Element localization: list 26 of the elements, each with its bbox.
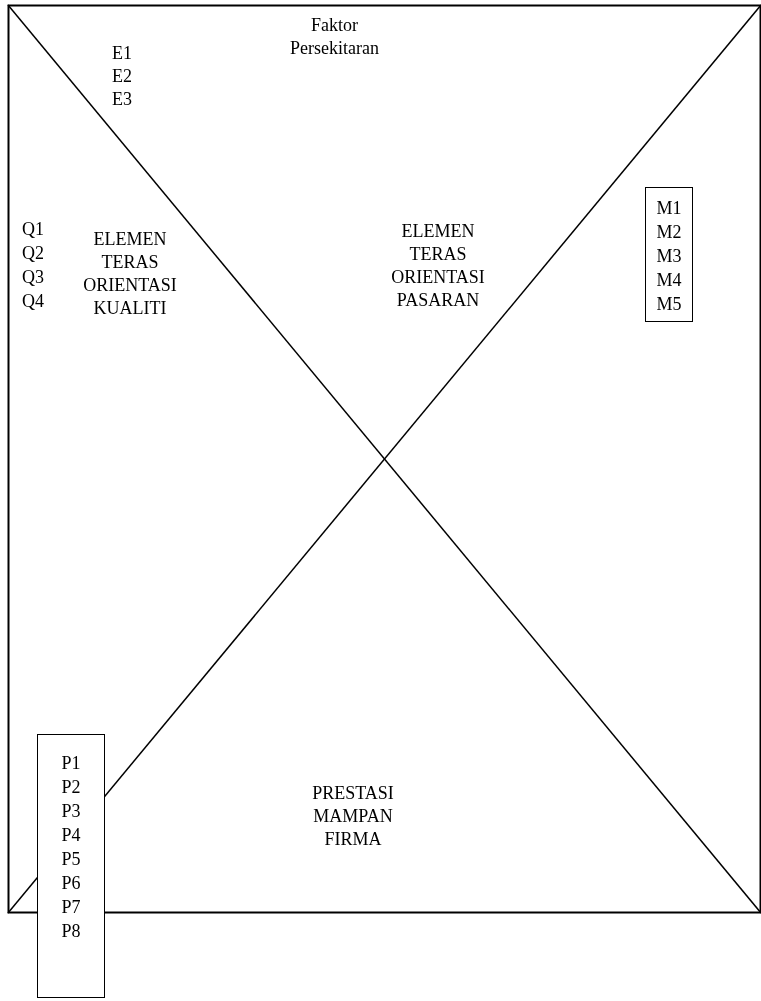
item-code: Q3 — [22, 266, 44, 289]
item-list-box — [37, 734, 105, 998]
item-code: Q4 — [22, 290, 44, 313]
item-code: P2 — [61, 776, 81, 799]
item-code: P3 — [61, 800, 81, 823]
item-list-box — [645, 187, 693, 322]
item-code: M1 — [656, 197, 682, 220]
factor-heading: Faktor Persekitaran — [290, 14, 379, 60]
region-heading: ELEMEN TERAS ORIENTASI KUALITI — [82, 228, 178, 320]
item-code: P7 — [61, 896, 81, 919]
item-code: M4 — [656, 269, 682, 292]
item-code: M5 — [656, 293, 682, 316]
item-code: P4 — [61, 824, 81, 847]
item-code: Q2 — [22, 242, 44, 265]
item-code: P8 — [61, 920, 81, 943]
region-heading: PRESTASI MAMPAN FIRMA — [311, 782, 395, 851]
item-code: M2 — [656, 221, 682, 244]
item-code: E2 — [112, 65, 132, 88]
item-code: M3 — [656, 245, 682, 268]
item-code: E1 — [112, 42, 132, 65]
region-heading: ELEMEN TERAS ORIENTASI PASARAN — [390, 220, 486, 312]
item-code: P6 — [61, 872, 81, 895]
item-code: P5 — [61, 848, 81, 871]
item-code: P1 — [61, 752, 81, 775]
item-code: E3 — [112, 88, 132, 111]
item-code: Q1 — [22, 218, 44, 241]
